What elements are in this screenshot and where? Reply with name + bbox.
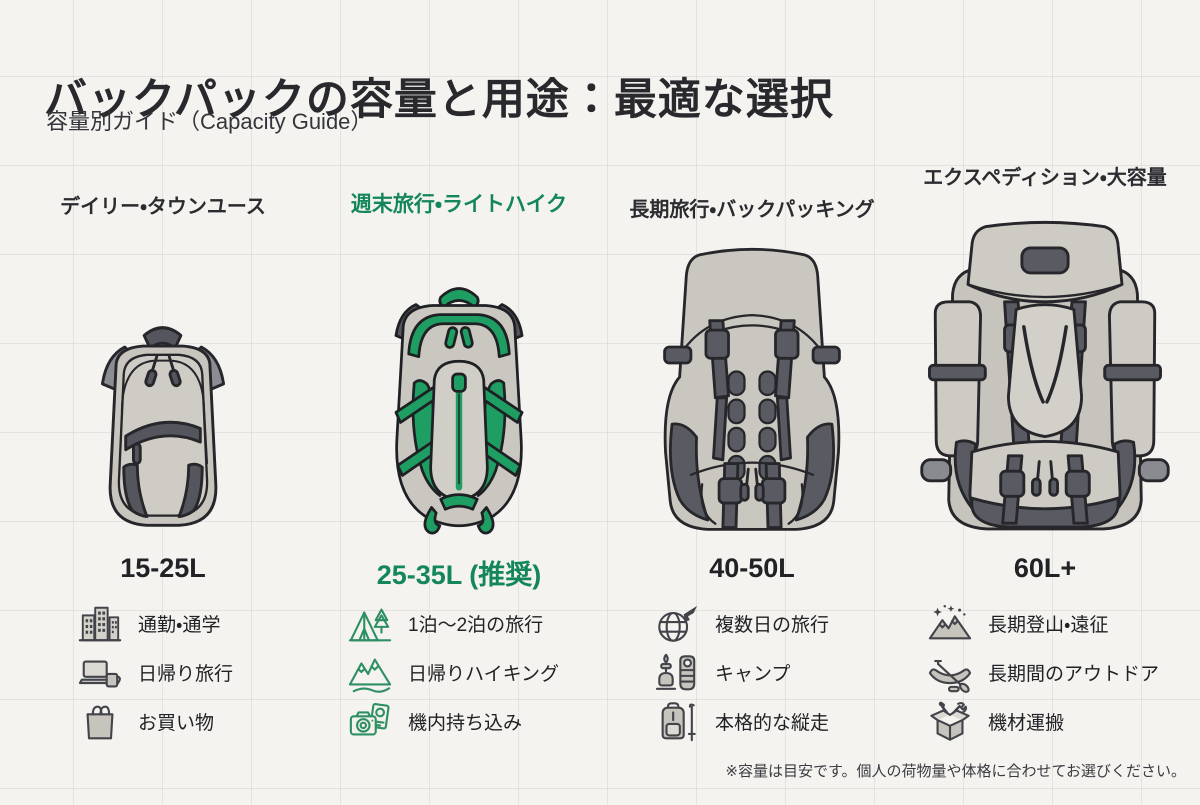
use-label: 複数日の旅行 (715, 615, 830, 636)
column-expedition: エクスペディション・大容量 (912, 0, 1178, 805)
backpack-illustration-hiking-pack (374, 277, 544, 535)
backpack-illustration-expedition-pack (916, 213, 1174, 535)
use-label: お買い物 (138, 713, 215, 734)
column-label: エクスペディション・大容量 (923, 167, 1167, 189)
use-item: 長期間のアウトドア (928, 648, 1178, 697)
use-list: 1泊〜2泊の旅行 日帰りハイキング (326, 599, 592, 746)
use-item: 本格的な縦走 (655, 697, 885, 746)
column-long-trip: 長期旅行・バックパッキング (619, 0, 885, 805)
page-title: バックパックの容量と用途：最適な選択 (44, 75, 834, 124)
use-item: 日帰り旅行 (78, 648, 296, 697)
use-label: 長期間のアウトドア (988, 664, 1160, 685)
page-subtitle: 容量別ガイド（Capacity Guide） (46, 109, 373, 134)
mountain-trail-icon (348, 651, 392, 695)
use-item: 1泊〜2泊の旅行 (348, 599, 592, 648)
use-item: 長期登山・遠征 (928, 599, 1178, 648)
canoe-paddle-icon (928, 651, 972, 695)
use-item: 複数日の旅行 (655, 599, 885, 648)
column-label: 長期旅行・バックパッキング (629, 199, 875, 221)
use-item: お買い物 (78, 697, 296, 746)
footnote: ※容量は目安です。個人の荷物量や体格に合わせてお選びください。 (725, 763, 1186, 780)
backpack-illustration-daypack (83, 318, 243, 535)
capacity-label: 60L+ (1013, 553, 1077, 583)
use-label: 本格的な縦走 (715, 713, 830, 734)
tent-trees-icon (348, 602, 392, 646)
use-item: 日帰りハイキング (348, 648, 592, 697)
column-daily: デイリー・タウンユース (30, 0, 296, 805)
use-list: 複数日の旅行 (619, 599, 885, 746)
use-label: キャンプ (715, 664, 791, 685)
camera-passport-icon (348, 700, 392, 744)
column-weekend: 週末旅行・ライトハイク (326, 0, 592, 805)
backpack-illustration-trekking-pack (657, 238, 847, 535)
open-box-tools-icon (928, 700, 972, 744)
use-label: 通勤・通学 (138, 615, 221, 636)
use-label: 長期登山・遠征 (988, 615, 1109, 636)
column-label: 週末旅行・ライトハイク (350, 193, 568, 216)
capacity-label: 15-25L (120, 553, 206, 583)
use-list: 通勤・通学 日帰り旅行 (30, 599, 296, 746)
stove-sleeping-bag-icon (655, 651, 699, 695)
mountain-stars-icon (928, 602, 972, 646)
city-buildings-icon (78, 602, 122, 646)
use-item: キャンプ (655, 648, 885, 697)
use-item: 通勤・通学 (78, 599, 296, 648)
use-label: 日帰り旅行 (138, 664, 234, 685)
use-item: 機材運搬 (928, 697, 1178, 746)
laptop-mug-icon (78, 651, 122, 695)
capacity-label: 25-35L (推奨) (376, 560, 542, 590)
globe-plane-icon (655, 602, 699, 646)
use-label: 機内持ち込み (408, 713, 523, 734)
use-label: 機材運搬 (988, 713, 1065, 734)
use-label: 1泊〜2泊の旅行 (408, 615, 544, 636)
use-list: 長期登山・遠征 長期間のアウトドア (912, 599, 1178, 746)
column-label: デイリー・タウンユース (60, 196, 266, 218)
use-item: 機内持ち込み (348, 697, 592, 746)
use-label: 日帰りハイキング (408, 664, 560, 685)
shopping-bag-icon (78, 700, 122, 744)
backpack-trekking-pole-icon (655, 700, 699, 744)
capacity-label: 40-50L (709, 553, 795, 583)
